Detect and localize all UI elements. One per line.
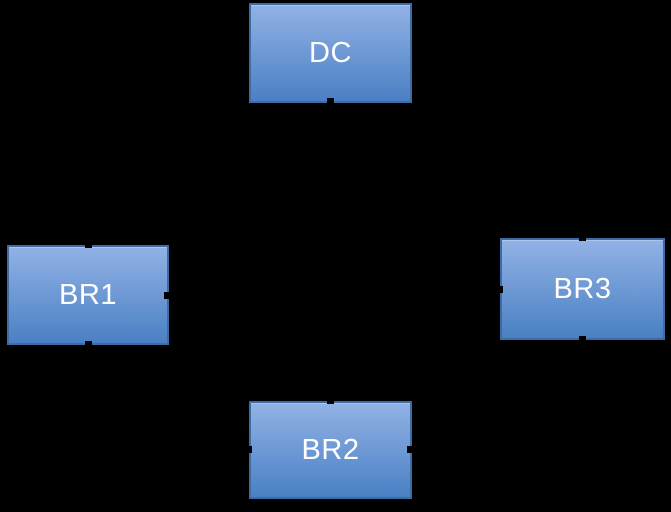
connector-nub-br3-bottom bbox=[579, 336, 586, 341]
connector-nub-br1-top bbox=[85, 243, 92, 248]
connector-nub-br1-bottom bbox=[85, 341, 92, 346]
connector-nub-dc-bottom bbox=[327, 98, 334, 103]
node-br2-label: BR2 bbox=[301, 433, 360, 466]
connector-nub-br1-right bbox=[164, 292, 169, 299]
node-br1: BR1 bbox=[7, 245, 169, 345]
connector-nub-br2-right bbox=[407, 446, 412, 453]
node-br3-label: BR3 bbox=[553, 272, 612, 305]
node-dc-label: DC bbox=[309, 36, 352, 69]
node-dc: DC bbox=[249, 3, 412, 103]
connector-nub-br2-left bbox=[247, 446, 252, 453]
connector-nub-br3-top bbox=[579, 236, 586, 241]
connector-nub-br2-top bbox=[327, 399, 334, 404]
node-br1-label: BR1 bbox=[59, 278, 117, 311]
connector-nub-br3-left bbox=[498, 286, 503, 293]
node-br2: BR2 bbox=[249, 401, 412, 499]
node-br3: BR3 bbox=[500, 238, 665, 340]
